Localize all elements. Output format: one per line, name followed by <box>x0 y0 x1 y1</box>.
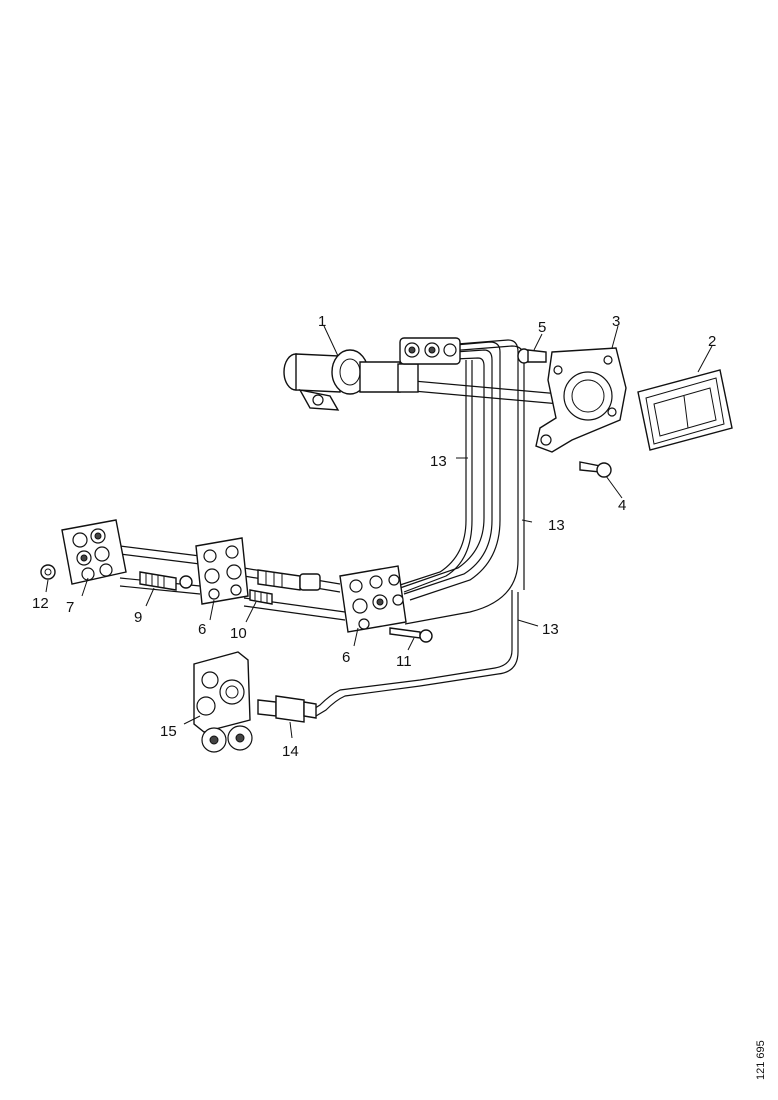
callout-10: 10 <box>230 625 247 642</box>
callout-5: 5 <box>538 319 546 336</box>
callout-7: 7 <box>66 599 74 616</box>
callout-13-lower: 13 <box>542 621 559 638</box>
union-fitting-item-9 <box>139 571 193 591</box>
junction-block-item-6 <box>339 565 407 633</box>
callout-9: 9 <box>134 609 142 626</box>
callout-13-upper: 13 <box>430 453 447 470</box>
figure-code: 121 695 <box>755 1040 767 1080</box>
bolt-item-5 <box>517 348 547 364</box>
master-cylinder <box>283 337 461 411</box>
callout-8: 6 <box>198 621 206 638</box>
pressure-valve-item-15 <box>193 651 253 753</box>
callout-13-middle: 13 <box>548 517 565 534</box>
connector-item-10 <box>249 569 321 605</box>
callout-2: 2 <box>708 333 716 350</box>
nut-item-12 <box>40 564 56 580</box>
brake-pipes <box>111 339 561 717</box>
bracket-plate <box>535 347 627 453</box>
callout-14: 14 <box>282 743 299 760</box>
callout-6: 6 <box>342 649 350 666</box>
junction-block-item-7 <box>61 519 127 585</box>
callout-15: 15 <box>160 723 177 740</box>
callout-4: 4 <box>618 497 626 514</box>
junction-block-item-8 <box>195 537 249 605</box>
callout-1: 1 <box>318 313 326 330</box>
callout-3: 3 <box>612 313 620 330</box>
rubber-boot-item-2 <box>637 369 733 451</box>
callout-12: 12 <box>32 595 49 612</box>
callout-11: 11 <box>396 653 412 670</box>
leader-lines <box>45 325 713 739</box>
bolt-item-4 <box>579 461 612 478</box>
bolt-item-11 <box>389 627 433 643</box>
pressure-sensor-item-14 <box>257 695 317 723</box>
callout-labels: 1 5 3 2 4 13 13 13 12 7 9 6 10 6 11 15 1… <box>32 313 716 760</box>
